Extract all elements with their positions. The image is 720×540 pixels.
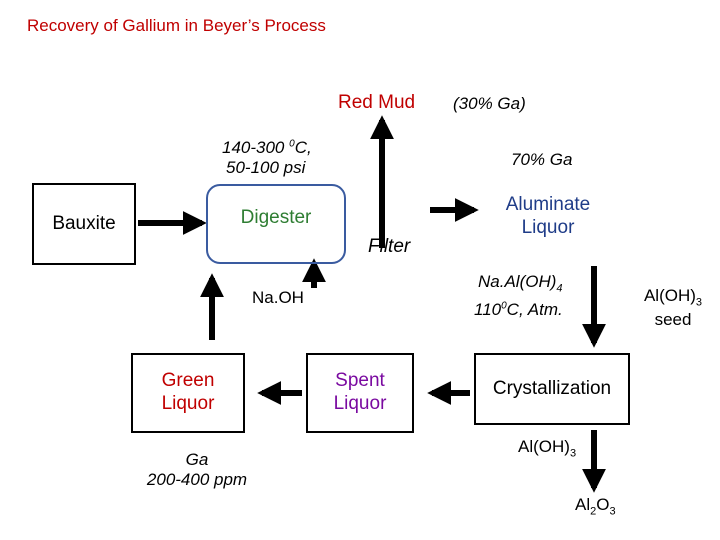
- al2o3-al: Al: [575, 495, 591, 514]
- digester-label: Digester: [240, 206, 312, 228]
- crystallization-conditions: 1100C, Atm.: [474, 300, 563, 320]
- spent-liquor-line-2: Liquor: [333, 393, 387, 414]
- liquor-ga-fraction: 70% Ga: [511, 150, 573, 169]
- aluminate-liquor-line-1: Aluminate: [505, 194, 591, 215]
- aloh3-product-label: Al(OH)3: [518, 437, 576, 461]
- cryst-temp-degree: 0: [501, 300, 507, 312]
- red-mud-ga: (30% Ga): [453, 94, 526, 113]
- bauxite-box: Bauxite: [32, 183, 136, 265]
- green-liquor-ga: Ga 200-400 ppm: [122, 450, 272, 491]
- diagram-title: Recovery of Gallium in Beyer’s Process: [27, 16, 326, 35]
- aloh3-sub: 3: [569, 447, 577, 460]
- na-al-oh4-label: Na.Al(OH)4: [478, 272, 563, 296]
- crystallization-label: Crystallization: [492, 377, 612, 399]
- na-al-oh4-base: Na.Al(OH): [478, 272, 557, 291]
- spent-liquor-line-1: Spent: [335, 370, 385, 392]
- seed-base: Al(OH): [643, 286, 696, 305]
- al2o3-label: Al2O3: [575, 495, 616, 519]
- seed-sub: 3: [695, 296, 703, 309]
- green-ga-line-2: 200-400 ppm: [146, 470, 248, 490]
- aluminate-liquor-line-2: Liquor: [521, 216, 575, 238]
- na-al-oh4-sub: 4: [556, 282, 563, 295]
- filter-label: Filter: [368, 236, 411, 257]
- al2o3-sub-3: 3: [609, 505, 616, 518]
- aluminate-liquor-label: Aluminate Liquor: [478, 194, 618, 240]
- digestion-pressure: 50-100 psi: [226, 158, 306, 178]
- green-liquor-box: Green Liquor: [131, 353, 245, 433]
- green-liquor-line-1: Green: [161, 370, 215, 392]
- green-liquor-line-2: Liquor: [161, 393, 215, 414]
- aloh3-base: Al(OH): [518, 437, 570, 456]
- bauxite-label: Bauxite: [52, 212, 116, 234]
- crystallization-box: Crystallization: [474, 353, 630, 425]
- spent-liquor-box: Spent Liquor: [306, 353, 414, 433]
- seed-word: seed: [654, 309, 692, 329]
- naoh-label: Na.OH: [252, 288, 304, 307]
- digestion-temp-prefix: 140-300: [222, 138, 290, 157]
- cryst-temp-suffix: C, Atm.: [506, 300, 563, 319]
- al2o3-o: O: [596, 495, 610, 514]
- cryst-temp-prefix: 110: [474, 300, 502, 319]
- seed-label: Al(OH)3 seed: [632, 286, 714, 330]
- digester-box: Digester: [206, 184, 346, 264]
- al2o3-sub-2: 2: [590, 505, 597, 518]
- red-mud-label: Red Mud: [338, 92, 416, 113]
- digestion-temp-degree: 0: [289, 138, 295, 150]
- green-ga-line-1: Ga: [185, 450, 209, 469]
- digestion-conditions: 140-300 0C, 50-100 psi: [222, 138, 312, 179]
- digestion-temp-suffix: C,: [294, 138, 312, 157]
